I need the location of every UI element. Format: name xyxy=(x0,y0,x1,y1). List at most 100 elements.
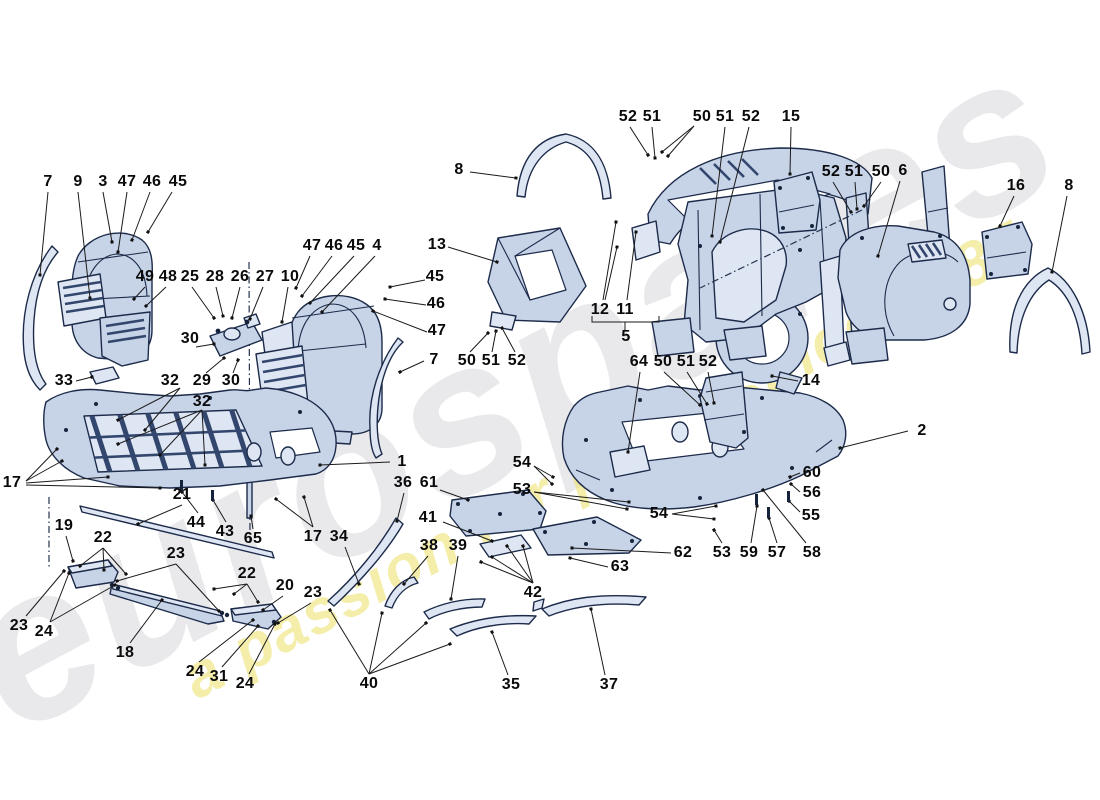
front-underbody-panel-drawing xyxy=(43,387,337,489)
callout-63: 63 xyxy=(610,558,630,575)
callout-9: 9 xyxy=(73,173,83,190)
callout-54: 54 xyxy=(649,505,669,522)
callout-22: 22 xyxy=(93,529,113,546)
callout-25: 25 xyxy=(180,268,200,285)
callout-47: 47 xyxy=(302,237,322,254)
callout-1: 1 xyxy=(397,453,407,470)
callout-54: 54 xyxy=(512,454,532,471)
callout-15: 15 xyxy=(781,108,801,125)
callout-51: 51 xyxy=(642,108,662,125)
callout-53: 53 xyxy=(712,544,732,561)
wheel-arch-trim-front-left xyxy=(22,245,59,391)
callout-17: 17 xyxy=(303,528,323,545)
callout-36: 36 xyxy=(393,474,413,491)
callout-23: 23 xyxy=(303,584,323,601)
rear-right-wheelhouse-drawing xyxy=(819,225,971,367)
callout-8: 8 xyxy=(454,161,464,178)
callout-55: 55 xyxy=(801,507,821,524)
panel-16-drawing xyxy=(981,221,1033,280)
callout-45: 45 xyxy=(346,237,366,254)
panel-15-drawing xyxy=(773,171,821,234)
callout-52: 52 xyxy=(821,163,841,180)
callout-51: 51 xyxy=(844,163,864,180)
callout-24: 24 xyxy=(34,623,54,640)
callout-39: 39 xyxy=(448,537,468,554)
callout-28: 28 xyxy=(205,268,225,285)
callout-48: 48 xyxy=(158,268,178,285)
callout-52: 52 xyxy=(698,353,718,370)
callout-30: 30 xyxy=(180,330,200,347)
callout-19: 19 xyxy=(54,517,74,534)
callout-64: 64 xyxy=(629,353,649,370)
callout-57: 57 xyxy=(767,544,787,561)
callout-27: 27 xyxy=(255,268,275,285)
callout-3: 3 xyxy=(98,173,108,190)
front-left-wheelhouse-drawing xyxy=(57,232,153,385)
callout-44: 44 xyxy=(186,514,206,531)
callout-10: 10 xyxy=(280,268,300,285)
callout-16: 16 xyxy=(1006,177,1026,194)
sill-pieces-drawing xyxy=(67,559,282,630)
callout-22: 22 xyxy=(237,565,257,582)
callout-17: 17 xyxy=(2,474,22,491)
callout-47: 47 xyxy=(117,173,137,190)
callout-7: 7 xyxy=(43,173,53,190)
callout-32: 32 xyxy=(160,372,180,389)
callout-56: 56 xyxy=(802,484,822,501)
wheel-arch-trim-8-left xyxy=(516,133,612,200)
bracket-13-drawing xyxy=(487,227,587,331)
callout-50: 50 xyxy=(457,352,477,369)
callout-13: 13 xyxy=(427,236,447,253)
callout-20: 20 xyxy=(275,577,295,594)
callout-5: 5 xyxy=(621,328,631,345)
callout-35: 35 xyxy=(501,676,521,693)
callout-31: 31 xyxy=(209,668,229,685)
callout-52: 52 xyxy=(741,108,761,125)
callout-51: 51 xyxy=(481,352,501,369)
callout-21: 21 xyxy=(172,486,192,503)
callout-40: 40 xyxy=(359,675,379,692)
callout-29: 29 xyxy=(192,372,212,389)
sill-strip-21-drawing xyxy=(48,497,275,568)
callout-45: 45 xyxy=(168,173,188,190)
callout-50: 50 xyxy=(871,163,891,180)
callout-2: 2 xyxy=(917,422,927,439)
callout-14: 14 xyxy=(801,372,821,389)
callout-11: 11 xyxy=(616,301,634,318)
callout-23: 23 xyxy=(9,617,29,634)
callout-4: 4 xyxy=(372,237,382,254)
callout-45: 45 xyxy=(425,268,445,285)
callout-60: 60 xyxy=(802,464,822,481)
callout-61: 61 xyxy=(419,474,439,491)
callout-46: 46 xyxy=(426,295,446,312)
callout-59: 59 xyxy=(739,544,759,561)
callout-52: 52 xyxy=(507,352,527,369)
callout-46: 46 xyxy=(324,237,344,254)
callout-12: 12 xyxy=(590,301,610,318)
callout-41: 41 xyxy=(418,509,438,526)
sill-trim-strips-drawing xyxy=(327,517,647,637)
callout-24: 24 xyxy=(235,675,255,692)
callout-50: 50 xyxy=(692,108,712,125)
callout-42: 42 xyxy=(523,584,543,601)
rear-center-assembly-drawing xyxy=(631,147,951,361)
callout-38: 38 xyxy=(419,537,439,554)
leader-lines xyxy=(25,125,1068,676)
wheel-arch-trim-mid xyxy=(369,337,404,459)
callout-34: 34 xyxy=(329,528,349,545)
callout-52: 52 xyxy=(618,108,638,125)
callout-18: 18 xyxy=(115,644,135,661)
callout-8: 8 xyxy=(1064,177,1074,194)
callout-51: 51 xyxy=(715,108,735,125)
callout-7: 7 xyxy=(429,351,439,368)
callout-49: 49 xyxy=(135,268,155,285)
callout-51: 51 xyxy=(676,353,696,370)
group-bracket-5 xyxy=(591,316,660,330)
callout-65: 65 xyxy=(243,530,263,547)
callout-23: 23 xyxy=(166,545,186,562)
callout-53: 53 xyxy=(512,481,532,498)
callout-47: 47 xyxy=(427,322,447,339)
callout-62: 62 xyxy=(673,544,693,561)
